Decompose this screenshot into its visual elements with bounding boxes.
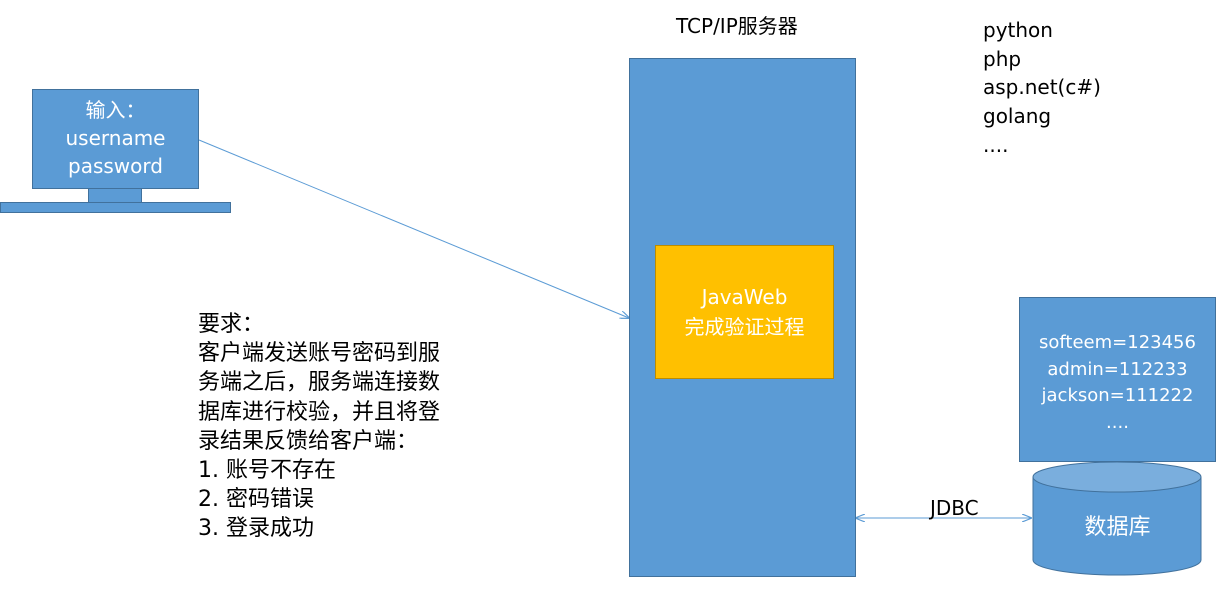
database-records-box: softeem=123456 admin=112233 jackson=1112… bbox=[1019, 297, 1216, 462]
client-to-server-arrow bbox=[198, 139, 629, 318]
language-item: .... bbox=[983, 132, 1009, 157]
javaweb-box: JavaWeb 完成验证过程 bbox=[655, 245, 834, 379]
requirements-title: 要求： bbox=[198, 312, 265, 337]
client-monitor-base bbox=[0, 202, 231, 213]
database-label: 数据库 bbox=[1084, 515, 1151, 540]
database-record: jackson=111222 bbox=[1041, 385, 1194, 406]
server-title: TCP/IP服务器 bbox=[676, 14, 798, 38]
requirements-line: 据库进行校验，并且将登 bbox=[198, 399, 441, 425]
database-record: admin=112233 bbox=[1047, 358, 1188, 380]
requirements-line: 录结果反馈给客户端： bbox=[198, 428, 419, 454]
requirements-item: 3. 登录成功 bbox=[198, 516, 314, 542]
client-monitor-stand bbox=[88, 188, 142, 203]
languages-list: python php asp.net(c#) golang .... bbox=[983, 16, 1101, 160]
javaweb-description: 完成验证过程 bbox=[684, 315, 805, 339]
language-item: python bbox=[983, 18, 1053, 42]
requirements-line: 客户端发送账号密码到服 bbox=[198, 341, 441, 367]
requirements-item: 1. 账号不存在 bbox=[198, 458, 336, 484]
client-username-label: username bbox=[65, 126, 166, 150]
javaweb-label: JavaWeb bbox=[701, 285, 788, 309]
requirements-line: 务端之后，服务端连接数 bbox=[198, 370, 441, 396]
client-password-label: password bbox=[68, 154, 163, 178]
client-input-label: 输入： bbox=[85, 98, 146, 122]
language-item: golang bbox=[983, 104, 1052, 129]
database-record: .... bbox=[1106, 411, 1129, 433]
language-item: php bbox=[983, 46, 1022, 71]
language-item: asp.net(c#) bbox=[983, 75, 1101, 100]
database-cylinder bbox=[1032, 461, 1202, 576]
client-monitor-screen: 输入： username password bbox=[32, 89, 199, 189]
database-record: softeem=123456 bbox=[1039, 332, 1196, 353]
requirements-text: 要求： 客户端发送账号密码到服 务端之后，服务端连接数 据库进行校验，并且将登 … bbox=[198, 310, 440, 544]
requirements-item: 2. 密码错误 bbox=[198, 487, 314, 513]
jdbc-label: JDBC bbox=[930, 496, 979, 520]
